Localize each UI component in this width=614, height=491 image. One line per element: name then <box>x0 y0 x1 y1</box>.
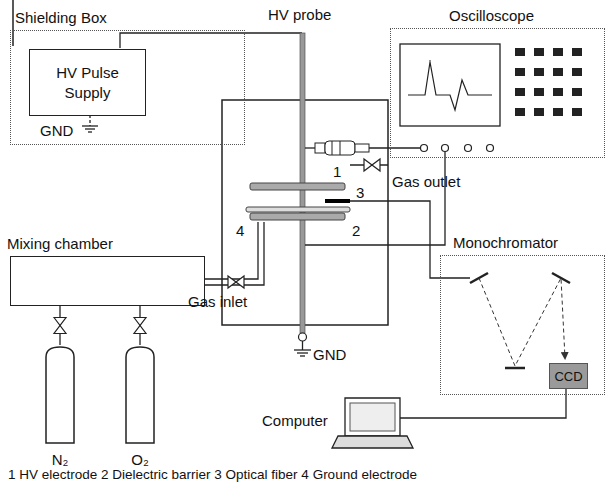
part-label: GND <box>313 346 346 363</box>
cylinder-outline <box>125 345 155 445</box>
device-box: HV Pulse Supply <box>29 49 146 116</box>
light-path <box>479 278 565 366</box>
node-label: HV Pulse Supply <box>46 63 130 102</box>
enclosure-box: MonochromatorCCD <box>440 255 605 395</box>
oscilloscope-drawing <box>400 44 500 126</box>
ground-wire <box>89 115 90 126</box>
device-box: CCD <box>549 363 588 389</box>
node-label: CCD <box>554 369 582 384</box>
node-label: N₂ <box>52 451 69 468</box>
part-label: GND <box>40 122 73 139</box>
part-label: Gas inlet <box>188 293 247 310</box>
gas-cylinder: O₂ <box>125 345 155 445</box>
inlet-pipe <box>205 222 264 285</box>
valve <box>54 318 66 334</box>
edge-line <box>12 0 14 46</box>
ground-wire <box>302 341 303 350</box>
ground-symbol <box>294 350 311 356</box>
callout-number: 1 <box>333 163 341 180</box>
inlet-pipe <box>205 222 258 279</box>
node-label: O₂ <box>131 451 149 468</box>
feedthrough <box>299 333 307 341</box>
enclosure-box: Oscilloscope <box>390 28 605 158</box>
node-label: Shielding Box <box>15 9 107 26</box>
hv-electrode <box>250 183 345 190</box>
node-label: Monochromator <box>453 234 558 251</box>
fiber-line <box>350 201 470 278</box>
oscilloscope-inputs <box>421 145 494 152</box>
part-label: Computer <box>262 412 328 429</box>
cylinder-outline <box>45 345 75 445</box>
part-label: HV probe <box>268 6 331 23</box>
hv-probe <box>305 141 369 155</box>
laptop-icon <box>332 398 413 448</box>
ground-electrode <box>250 213 345 220</box>
part-label: Gas outlet <box>392 173 460 190</box>
hv-wire <box>120 33 302 48</box>
signal-wire <box>305 152 445 245</box>
node-label: Oscilloscope <box>449 7 534 24</box>
node-label: Mixing chamber <box>7 235 113 252</box>
valve <box>134 318 146 334</box>
optical-fiber <box>325 199 350 203</box>
device-box: Mixing chamber <box>10 256 205 306</box>
valve <box>228 276 244 288</box>
data-cable <box>400 388 566 418</box>
callout-number: 4 <box>236 222 244 239</box>
callout-number: 3 <box>356 184 364 201</box>
callout-number: 2 <box>352 222 360 239</box>
caption: 1 HV electrode 2 Dielectric barrier 3 Op… <box>8 467 417 482</box>
probe-cable <box>369 147 424 148</box>
valve <box>364 159 380 171</box>
mirror <box>470 273 570 368</box>
ground-symbol <box>82 126 98 132</box>
oscilloscope-buttons <box>515 48 582 116</box>
dielectric-barrier <box>246 207 350 212</box>
gas-cylinder: N₂ <box>45 345 75 445</box>
